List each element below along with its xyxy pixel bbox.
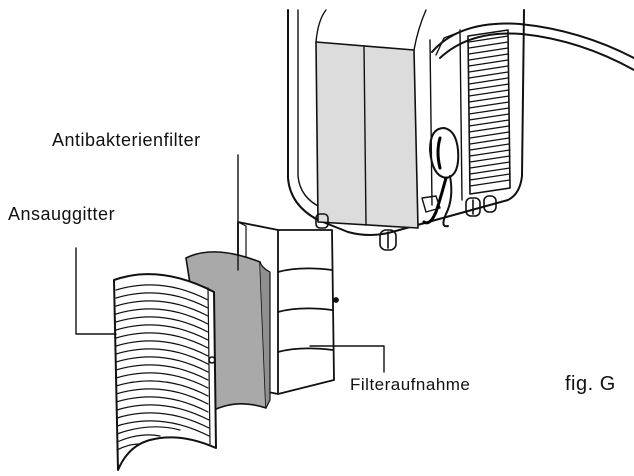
- leader-lines: [75, 154, 385, 373]
- power-cord: [421, 127, 460, 228]
- intake-grille: [113, 273, 217, 471]
- casters: [315, 195, 497, 251]
- label-antibakterienfilter: Antibakterienfilter: [52, 130, 201, 150]
- side-grille: [467, 29, 511, 195]
- label-ansauggitter: Ansauggitter: [8, 204, 116, 224]
- label-filteraufnahme: Filteraufnahme: [350, 375, 471, 394]
- air-conditioner-unit: [287, 9, 634, 251]
- figure-caption: fig. G: [565, 373, 616, 395]
- exhaust-hose: [431, 22, 634, 71]
